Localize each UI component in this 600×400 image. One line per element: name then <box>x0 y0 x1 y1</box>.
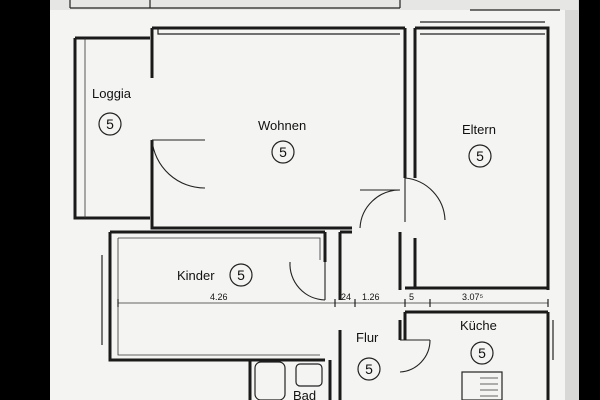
room-number-circle-kinder <box>229 263 253 287</box>
dim-wall-b: 5 <box>409 292 414 302</box>
sink <box>295 363 323 387</box>
room-number-circle-loggia <box>98 112 122 136</box>
paper-background <box>50 0 578 400</box>
room-number-circle-eltern <box>468 144 492 168</box>
flur-walls <box>338 230 402 400</box>
room-label-flur: Flur <box>356 330 379 345</box>
dim-flur-width: 1.26 <box>362 292 380 302</box>
room-label-kinder: Kinder <box>177 268 215 283</box>
room-number-loggia: 5 <box>106 116 114 132</box>
kueche-walls <box>403 286 550 400</box>
room-number-circle-kueche <box>470 341 494 365</box>
top-strip <box>50 0 578 10</box>
wohnen-inner-window <box>157 28 400 35</box>
room-label-loggia: Loggia <box>92 86 132 101</box>
room-number-flur: 5 <box>365 361 373 377</box>
door-eltern <box>404 177 446 222</box>
dim-kueche-width: 3.07⁵ <box>462 292 484 302</box>
bathtub <box>254 361 286 400</box>
room-label-wohnen: Wohnen <box>258 118 306 133</box>
dimension-ticks <box>117 299 549 307</box>
room-label-bad: Bad <box>293 388 316 400</box>
stove-lines <box>480 377 498 397</box>
room-label-eltern: Eltern <box>462 122 496 137</box>
eltern-window <box>420 21 545 35</box>
room-number-wohnen: 5 <box>279 144 287 160</box>
dim-wall-a: 24 <box>341 292 351 302</box>
kinder-walls <box>108 230 327 362</box>
room-number-eltern: 5 <box>476 148 484 164</box>
dim-kinder-width: 4.26 <box>210 292 228 302</box>
room-number-kinder: 5 <box>237 267 245 283</box>
bad-walls <box>248 360 332 400</box>
room-number-kueche: 5 <box>478 345 486 361</box>
top-wall-fragment <box>69 0 560 11</box>
right-shadow <box>565 0 579 400</box>
stove <box>461 371 503 400</box>
room-label-kueche: Küche <box>460 318 497 333</box>
room-number-circle-flur <box>357 357 381 381</box>
door-kinder <box>289 261 326 301</box>
door-wohnen-flur <box>359 189 401 229</box>
door-wohnen-loggia <box>151 139 206 189</box>
wohnen-walls <box>150 26 407 230</box>
loggia-walls <box>73 36 150 220</box>
room-number-circle-wohnen <box>271 140 295 164</box>
kinder-inner-line <box>117 237 321 356</box>
